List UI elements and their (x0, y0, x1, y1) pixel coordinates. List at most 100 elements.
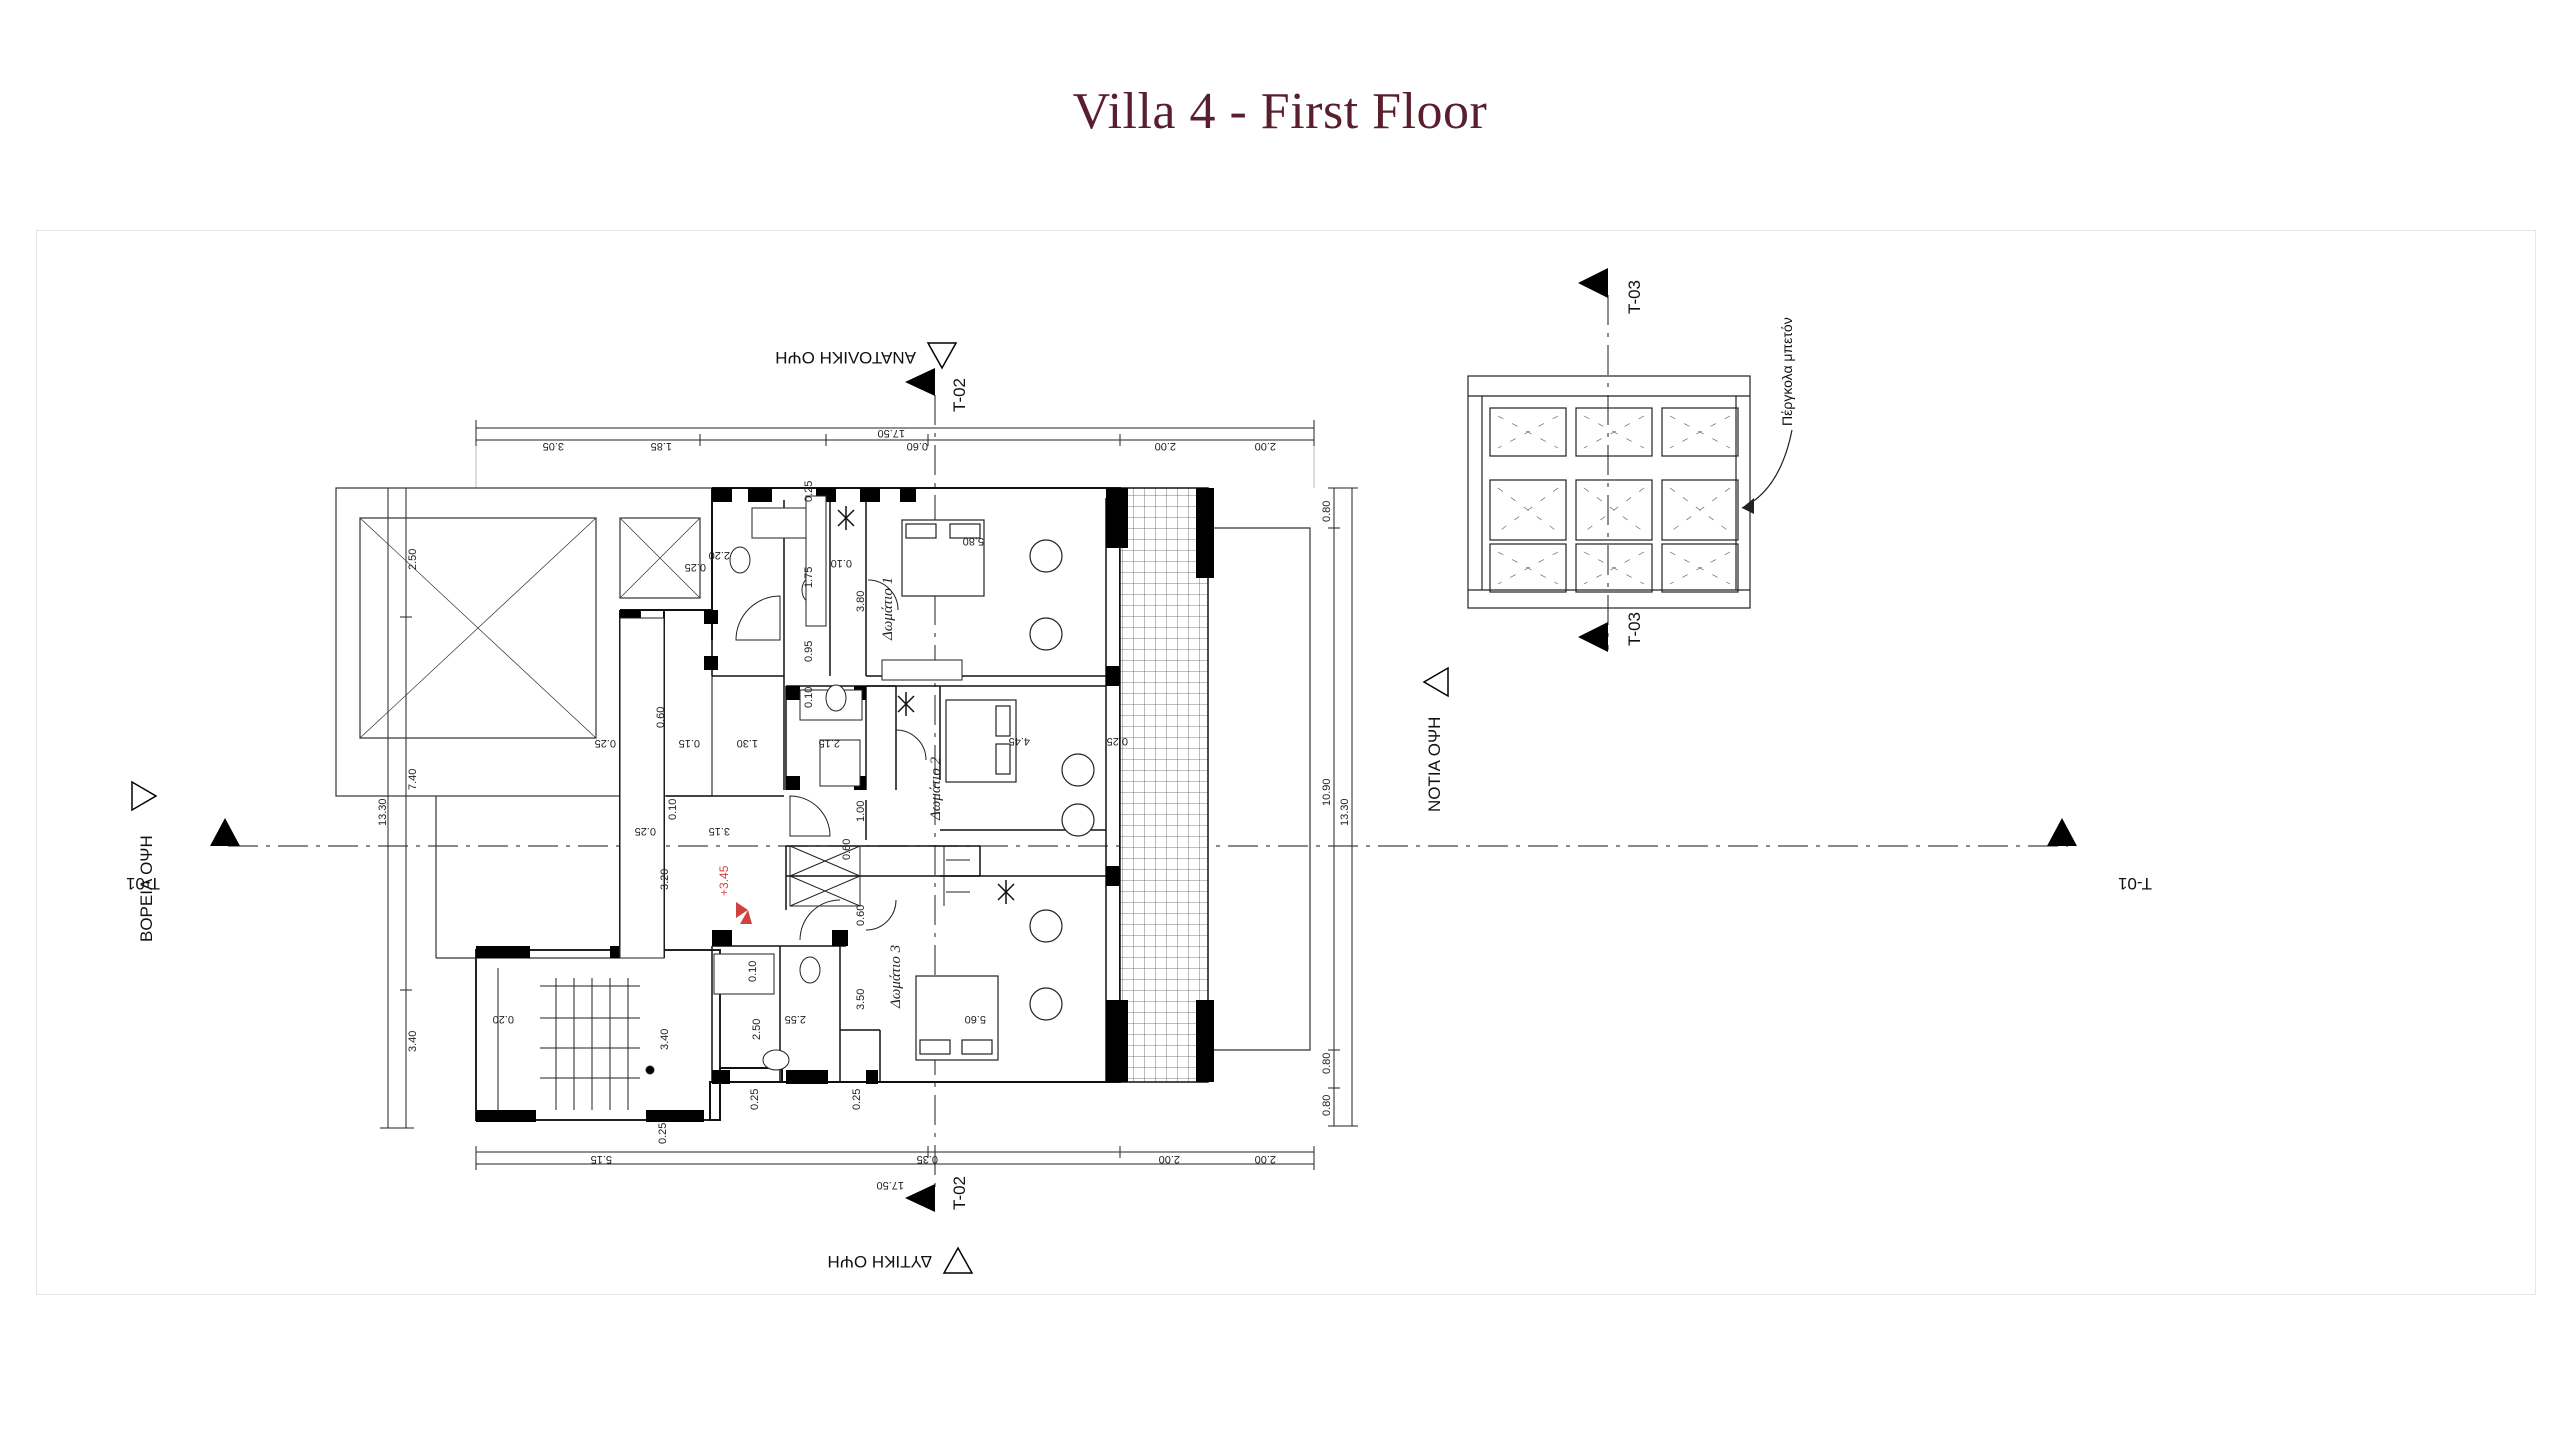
pergola-cell (1661, 407, 1739, 457)
dim-top-a: 3.05 (543, 440, 564, 452)
dim-top-c: 0.60 (907, 440, 928, 452)
wardrobes (789, 845, 970, 907)
dimension-top (475, 420, 1315, 488)
section-marker-t03-top (1578, 268, 1608, 298)
room-label-bedroom-3: Δωμάτιο 3 (888, 945, 904, 1009)
section-label-t02-bottom: T-02 (950, 1176, 969, 1210)
elevation-north: ΒΟΡΕΙΑ ΟΨΗ (131, 780, 158, 942)
section-marker-bottom (905, 1184, 935, 1212)
door-swings (735, 579, 927, 941)
section-marker-t03-bottom (1578, 622, 1608, 652)
elevation-west-label: ΔΥΤΙΚΗ ΟΨΗ (827, 1252, 932, 1271)
dim-i-025-b: 0.25 (685, 561, 706, 573)
dim-i-060-c: 0.60 (855, 905, 867, 926)
dim-top-b: 1.85 (651, 440, 672, 452)
dim-right-d: 0.80 (1321, 1095, 1333, 1116)
pergola-cell-cross (1583, 551, 1645, 585)
section-marker-top (905, 368, 935, 396)
dim-i-220: 2.20 (709, 549, 730, 561)
bedroom-3-bed (915, 975, 999, 1061)
dim-i-250: 2.50 (751, 1019, 763, 1040)
dim-i-025-a: 0.25 (803, 481, 815, 502)
dim-left-c: 3.40 (407, 1031, 419, 1052)
level-symbol (736, 902, 752, 924)
staircase (475, 949, 721, 1121)
pergola-cell-cross (1497, 487, 1559, 533)
dim-i-020: 0.20 (493, 1013, 514, 1025)
pergola-label: Πέργκολα μπετόν (1779, 317, 1795, 426)
dim-left-a: 2.50 (407, 549, 419, 570)
dim-i-010-b: 0.10 (803, 687, 815, 708)
section-label-t01-left: T-01 (126, 874, 160, 893)
roof-void (335, 487, 713, 959)
dim-i-580-a: 5.80 (963, 535, 984, 547)
dim-i-215: 2.15 (819, 737, 840, 749)
dim-i-340: 3.40 (659, 1029, 671, 1050)
elevation-south-triangle (1422, 666, 1449, 698)
dim-i-060-b: 0.60 (841, 839, 853, 860)
dim-bot-a: 5.15 (591, 1153, 612, 1165)
dim-left-b: 7.40 (407, 769, 419, 790)
pergola-cell (1661, 543, 1739, 593)
dim-i-010-a: 0.10 (831, 557, 852, 569)
balcony-railing (1208, 527, 1311, 1051)
dim-top-total: 17.50 (877, 427, 905, 439)
pergola-cell-cross (1583, 415, 1645, 449)
dim-i-025-d: 0.25 (1107, 735, 1128, 747)
level-mark: +3.45 (717, 865, 731, 896)
pergola-leader (1741, 429, 1793, 514)
bathroom-fixtures (619, 495, 963, 1071)
pergola-cell (1575, 479, 1653, 541)
pergola-cell-cross (1583, 487, 1645, 533)
pergola-cell-cross (1497, 551, 1559, 585)
dim-i-320: 3.20 (659, 869, 671, 890)
section-label-t03-top: T-03 (1625, 280, 1644, 314)
elevation-east: ΑΝΑΤΟΛΙΚΗ ΟΨΗ (775, 342, 958, 370)
dim-i-010-d: 0.10 (747, 961, 759, 982)
dim-i-025-g: 0.25 (851, 1089, 863, 1110)
room-label-bedroom-2: Δωμάτιο 2 (928, 756, 944, 821)
dim-i-255: 2.55 (785, 1013, 806, 1025)
furniture-chairs (1029, 539, 1095, 1021)
interior-dimensions: 2.20 0.25 0.25 1.75 5.80 3.80 0.10 0.95 … (493, 481, 1128, 1144)
dim-i-130: 1.30 (737, 737, 758, 749)
dim-i-380: 3.80 (855, 591, 867, 612)
dim-i-350: 3.50 (855, 989, 867, 1010)
dim-i-095: 0.95 (803, 641, 815, 662)
pergola-cell (1489, 543, 1567, 593)
dim-right-total: 13.30 (1339, 798, 1351, 826)
dim-i-010-c: 0.10 (667, 799, 679, 820)
building-outline (619, 487, 1121, 1121)
elevation-north-label: ΒΟΡΕΙΑ ΟΨΗ (137, 835, 156, 942)
pergola-cell-cross (1669, 487, 1731, 533)
dim-top-d: 2.00 (1155, 440, 1176, 452)
bedroom-1-bed (901, 519, 985, 597)
dim-bot-total: 17.50 (876, 1179, 904, 1191)
dimension-right (1328, 487, 1358, 1127)
dim-i-025-e: 0.25 (635, 825, 656, 837)
pergola-cell (1575, 543, 1653, 593)
section-marker-left (210, 818, 240, 846)
dim-right-a: 0.80 (1321, 501, 1333, 522)
dim-left-total: 13.30 (377, 798, 389, 826)
dim-bot-d: 2.00 (1255, 1153, 1276, 1165)
pergola-cell (1489, 479, 1567, 541)
dim-right-b: 10.90 (1321, 778, 1333, 806)
dim-bot-b: 0.35 (917, 1153, 938, 1165)
dim-i-100: 1.00 (855, 801, 867, 822)
elevation-south: ΝΟΤΙΑ ΟΨΗ (1422, 666, 1449, 812)
elevation-north-triangle (131, 780, 158, 812)
dim-right-c: 0.80 (1321, 1053, 1333, 1074)
ceiling-symbols (837, 506, 1015, 904)
pergola-cell (1575, 407, 1653, 457)
pergola (1467, 375, 1751, 609)
balcony-tiles (1119, 487, 1209, 1083)
room-label-bedroom-1: Δωμάτιο 1 (880, 577, 896, 641)
elevation-west-triangle (942, 1246, 974, 1274)
elevation-south-label: ΝΟΤΙΑ ΟΨΗ (1425, 717, 1444, 812)
elevation-east-label: ΑΝΑΤΟΛΙΚΗ ΟΨΗ (775, 348, 916, 367)
dim-top-e: 2.00 (1255, 440, 1276, 452)
dim-i-025-h: 0.25 (657, 1123, 669, 1144)
dim-bot-c: 2.00 (1159, 1153, 1180, 1165)
